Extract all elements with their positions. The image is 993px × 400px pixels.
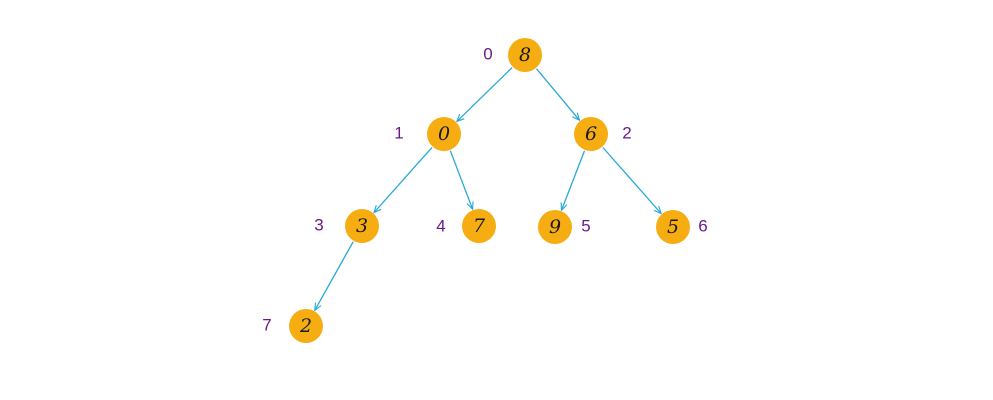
node-circle [656, 210, 690, 244]
node-value: 0 [438, 123, 450, 145]
node-index-label-4: 4 [436, 216, 445, 235]
tree-node-1: 0 [427, 117, 461, 151]
node-index-label-5: 5 [581, 216, 590, 235]
edge-arrow-n2-n5 [561, 150, 586, 210]
node-value: 6 [585, 123, 597, 145]
node-index-label-3: 3 [314, 215, 323, 234]
edge-arrow-n3-n7 [315, 241, 354, 311]
edge-arrow-n1-n4 [449, 150, 472, 209]
tree-node-7: 2 [289, 309, 323, 343]
tree-node-6: 5 [656, 210, 690, 244]
tree-node-5: 9 [538, 210, 572, 244]
node-index-label-6: 6 [698, 216, 707, 235]
node-index-label-2: 2 [622, 123, 631, 142]
edge-arrow-n0-n2 [536, 68, 580, 120]
node-circle [462, 209, 496, 243]
node-circle [289, 309, 323, 343]
edge-arrow-n2-n6 [602, 147, 661, 214]
edge-arrow-n0-n1 [457, 67, 513, 122]
node-value: 3 [356, 215, 368, 237]
node-value: 5 [667, 216, 679, 238]
node-circle [538, 210, 572, 244]
node-index-label-7: 7 [262, 315, 271, 334]
node-value: 9 [549, 216, 561, 238]
node-value: 7 [473, 215, 486, 237]
node-circle [427, 117, 461, 151]
node-value: 8 [519, 44, 531, 66]
tree-edges [315, 67, 661, 311]
node-circle [574, 117, 608, 151]
tree-node-2: 6 [574, 117, 608, 151]
tree-node-0: 8 [508, 38, 542, 72]
edge-arrow-n1-n3 [374, 147, 433, 212]
tree-nodes: 8 0 6 3 7 9 5 2 [289, 38, 690, 343]
node-index-label-0: 0 [483, 44, 492, 63]
node-index-label-1: 1 [394, 123, 403, 142]
node-circle [508, 38, 542, 72]
node-circle [345, 209, 379, 243]
tree-node-3: 3 [345, 209, 379, 243]
tree-node-4: 7 [462, 209, 496, 243]
node-value: 2 [299, 315, 312, 337]
